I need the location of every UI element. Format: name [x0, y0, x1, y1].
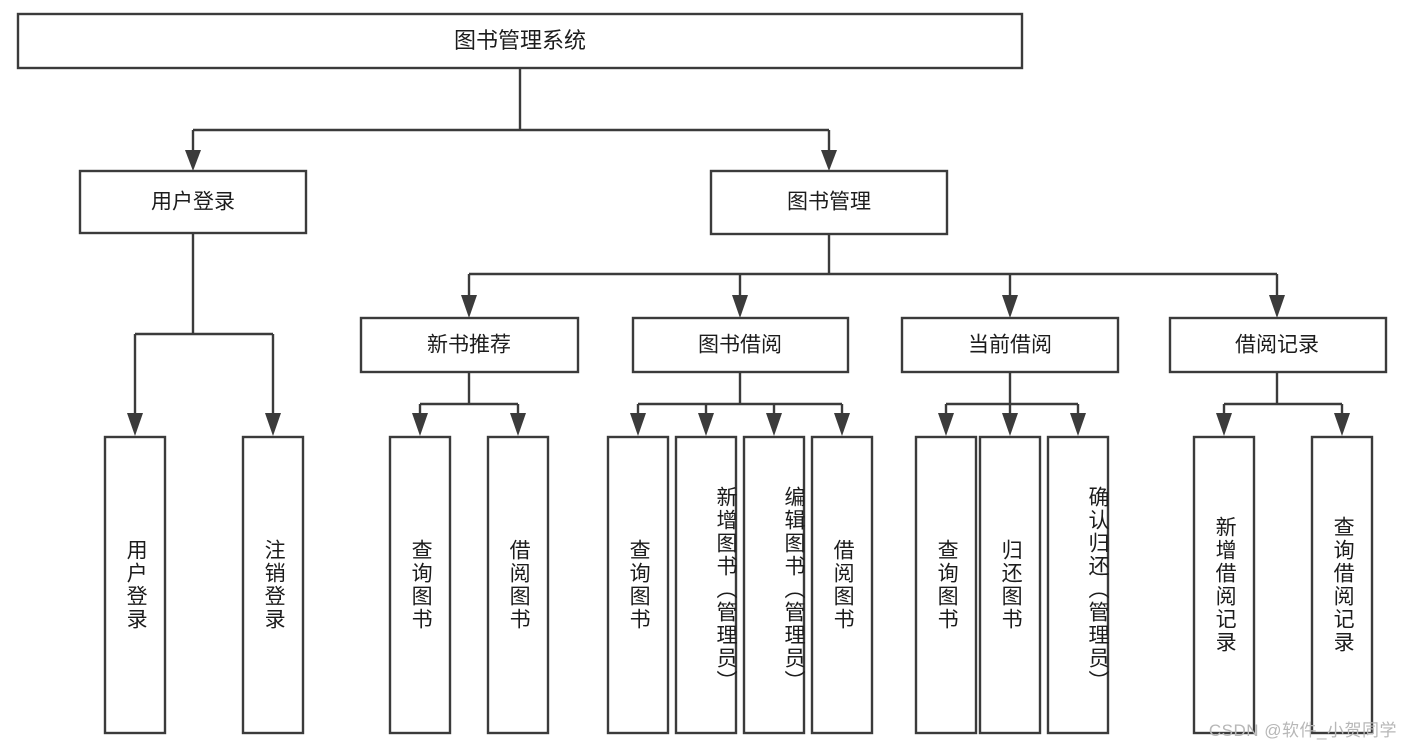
arrow-borrow-leaf3: [766, 413, 782, 436]
arrow-to-record: [1269, 295, 1285, 318]
node-borrow-record-box[interactable]: [1168, 316, 1388, 374]
node-user-login-box[interactable]: [78, 169, 308, 235]
node-new-book-recommend-label: 新书推荐: [427, 334, 511, 357]
arrow-to-book-manage: [821, 150, 837, 171]
node-root-box[interactable]: [16, 12, 1024, 70]
node-new-book-recommend-box[interactable]: [359, 316, 580, 374]
arrow-to-leaf-user-login: [127, 413, 143, 436]
arrow-borrow-leaf1: [630, 413, 646, 436]
arrow-to-current: [1002, 295, 1018, 318]
leaf-nbr-query-book-box[interactable]: [388, 435, 452, 735]
node-borrow-record-label: 借阅记录: [1235, 334, 1319, 357]
node-user-login-label: 用户登录: [151, 191, 235, 214]
leaf-cb-query-book-box[interactable]: [914, 435, 978, 735]
leaf-cb-confirm-return-box[interactable]: [1046, 435, 1110, 735]
arrow-record-leaf1: [1216, 413, 1232, 436]
leaf-br-add-record-box[interactable]: [1192, 435, 1256, 735]
leaf-cb-return-book-box[interactable]: [978, 435, 1042, 735]
arrow-record-leaf2: [1334, 413, 1350, 436]
leaf-bb-edit-book-box[interactable]: [742, 435, 806, 735]
arrow-borrow-leaf4: [834, 413, 850, 436]
node-book-borrow-label: 图书借阅: [698, 334, 782, 357]
arrow-current-leaf1: [938, 413, 954, 436]
leaf-user-login-box[interactable]: [103, 435, 167, 735]
node-current-borrow-label: 当前借阅: [968, 334, 1052, 357]
csdn-watermark: CSDN @软件_小贺同学: [1208, 721, 1397, 740]
arrow-newbook-leaf2: [510, 413, 526, 436]
arrow-current-leaf2: [1002, 413, 1018, 436]
leaf-br-query-record-box[interactable]: [1310, 435, 1374, 735]
arrow-to-leaf-logout: [265, 413, 281, 436]
node-current-borrow-box[interactable]: [900, 316, 1120, 374]
leaf-bb-borrow-book-box[interactable]: [810, 435, 874, 735]
leaf-logout-box[interactable]: [241, 435, 305, 735]
arrow-to-borrow: [732, 295, 748, 318]
leaf-bb-query-book-box[interactable]: [606, 435, 670, 735]
arrow-borrow-leaf2: [698, 413, 714, 436]
arrow-current-leaf3: [1070, 413, 1086, 436]
arrow-newbook-leaf1: [412, 413, 428, 436]
node-book-borrow-box[interactable]: [631, 316, 850, 374]
node-book-manage-box[interactable]: [709, 169, 949, 236]
arrow-to-user-login: [185, 150, 201, 171]
node-book-manage-label: 图书管理: [787, 191, 871, 214]
arrow-to-newbook: [461, 295, 477, 318]
node-root-label: 图书管理系统: [454, 28, 586, 53]
connector-layer: [127, 68, 1350, 436]
leaf-bb-add-book-box[interactable]: [674, 435, 738, 735]
leaf-nbr-borrow-book-box[interactable]: [486, 435, 550, 735]
node-layer: 图书管理系统 用户登录 图书管理 新书推荐 图书借阅 当前借阅 借阅记录: [16, 12, 1388, 735]
